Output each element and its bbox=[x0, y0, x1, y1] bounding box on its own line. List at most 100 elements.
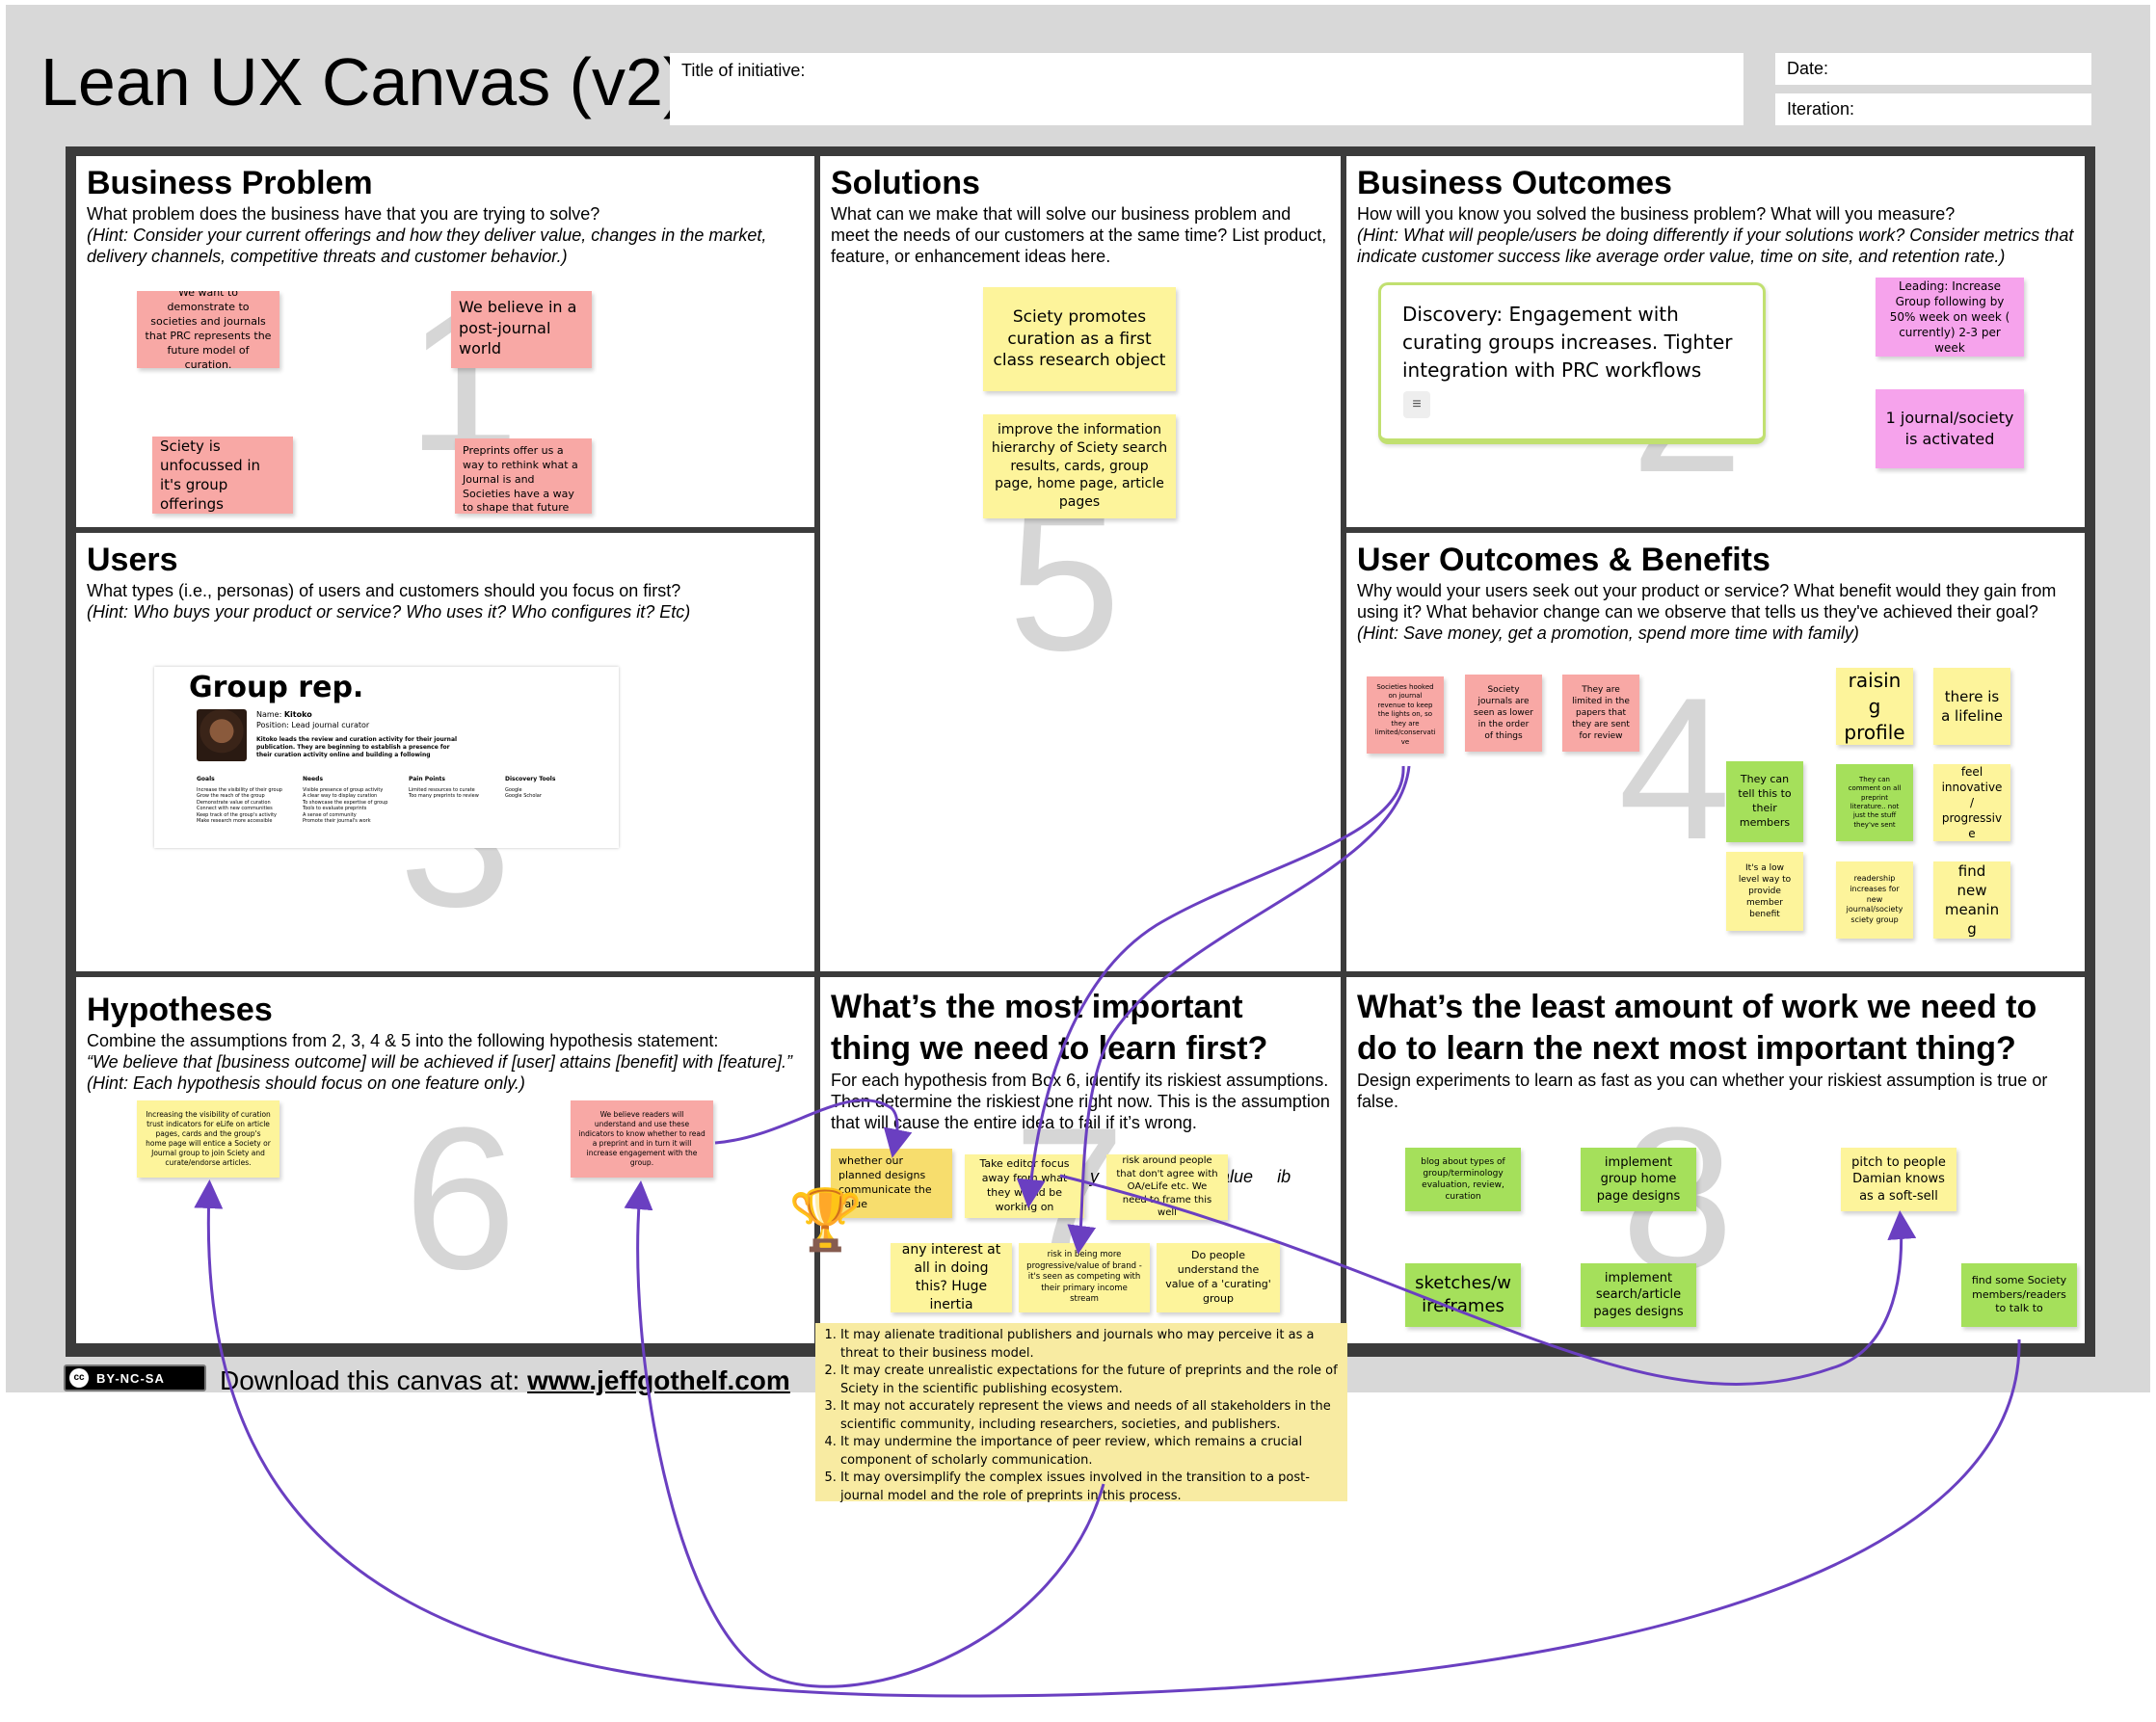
box-title: What’s the most important thing we need … bbox=[831, 989, 1268, 1067]
sticky-note[interactable]: risk in being more progressive/value of … bbox=[1019, 1243, 1150, 1312]
business-outcome-card[interactable]: Discovery: Engagement with curating grou… bbox=[1378, 282, 1766, 444]
persona-goal: Connect with new communities bbox=[197, 806, 273, 811]
persona-goal: Keep track of the group's activity bbox=[197, 811, 277, 818]
persona-pain-point: Limited resources to curate bbox=[409, 786, 475, 793]
persona-goal: Demonstrate value of curation bbox=[197, 799, 271, 806]
box-question: Why would your users seek out your produ… bbox=[1357, 581, 2057, 622]
persona-discovery-tool: Google Scholar bbox=[505, 793, 542, 799]
box-title: Solutions bbox=[831, 165, 980, 201]
box-title: Business Outcomes bbox=[1357, 165, 1672, 201]
box-question: What types (i.e., personas) of users and… bbox=[87, 581, 681, 600]
creative-commons-badge: cc BY-NC-SA bbox=[64, 1364, 206, 1391]
iteration-field[interactable]: Iteration: bbox=[1775, 93, 2091, 125]
date-field[interactable]: Date: bbox=[1775, 53, 2091, 85]
persona-discovery-tool: Google bbox=[505, 786, 522, 793]
date-label: Date: bbox=[1787, 59, 1829, 78]
sticky-note[interactable]: Society journals are seen as lower in th… bbox=[1465, 675, 1542, 752]
persona-need: A sense of community bbox=[303, 811, 357, 818]
persona-name-label: Name: bbox=[256, 710, 282, 719]
iteration-label: Iteration: bbox=[1787, 99, 1855, 119]
sticky-note[interactable]: raising profile bbox=[1836, 668, 1913, 745]
risks-list[interactable]: It may alienate traditional publishers a… bbox=[815, 1323, 1347, 1503]
sticky-note[interactable]: Sciety is unfocussed in it's group offer… bbox=[152, 437, 293, 514]
box-hint: (Hint: Who buys your product or service?… bbox=[87, 602, 691, 622]
document-icon[interactable]: ≡ bbox=[1403, 391, 1430, 418]
sticky-note[interactable]: It's a low level way to provide member b… bbox=[1726, 852, 1803, 931]
sticky-note[interactable]: improve the information hierarchy of Sci… bbox=[983, 414, 1176, 518]
persona-bio: Kitoko leads the review and curation act… bbox=[256, 736, 458, 758]
persona-need: Tools to evaluate preprints bbox=[303, 806, 367, 811]
sticky-note[interactable]: implement group home page designs bbox=[1581, 1148, 1696, 1211]
persona-column-heading: Discovery Tools bbox=[505, 776, 556, 782]
persona-column-heading: Needs bbox=[303, 776, 324, 782]
cc-icon: cc bbox=[69, 1368, 89, 1388]
sticky-note[interactable]: risk around people that don't agree with… bbox=[1106, 1154, 1228, 1220]
persona-avatar bbox=[197, 709, 247, 761]
persona-column-heading: Goals bbox=[197, 776, 215, 782]
risk-item: It may create unrealistic expectations f… bbox=[840, 1363, 1340, 1398]
box-hint: (Hint: Save money, get a promotion, spen… bbox=[1357, 623, 1859, 643]
sticky-note[interactable]: Do people understand the value of a 'cur… bbox=[1157, 1243, 1280, 1312]
box-title: Users bbox=[87, 542, 178, 578]
sticky-note[interactable]: readership increases for new journal/soc… bbox=[1836, 861, 1913, 939]
sticky-note[interactable]: any interest at all in doing this? Huge … bbox=[891, 1243, 1012, 1312]
persona-position: Lead journal curator bbox=[291, 721, 370, 729]
persona-column-heading: Pain Points bbox=[409, 776, 445, 782]
box-solutions: 5 Solutions What can we make that will s… bbox=[820, 156, 1341, 971]
business-outcome-text: Discovery: Engagement with curating grou… bbox=[1402, 303, 1733, 382]
sticky-note[interactable]: Increasing the visibility of curation tr… bbox=[137, 1100, 279, 1178]
risk-item: It may not accurately represent the view… bbox=[840, 1398, 1340, 1434]
trophy-icon: 🏆 bbox=[788, 1187, 864, 1254]
box-title: What’s the least amount of work we need … bbox=[1357, 989, 2037, 1067]
persona-name: Kitoko bbox=[283, 710, 312, 719]
sticky-note[interactable]: find some Society members/readers to tal… bbox=[1961, 1263, 2077, 1327]
persona-meta: Name: Kitoko Position: Lead journal cura… bbox=[256, 709, 459, 759]
sticky-note[interactable]: 1 journal/society is activated bbox=[1876, 389, 2024, 468]
box-hint: (Hint: Each hypothesis should focus on o… bbox=[87, 1073, 525, 1093]
box-title: User Outcomes & Benefits bbox=[1357, 542, 1770, 578]
sticky-note[interactable]: there is a lifeline bbox=[1933, 668, 2010, 745]
box-question: How will you know you solved the busines… bbox=[1357, 204, 1956, 224]
sticky-note[interactable]: implement search/article pages designs bbox=[1581, 1263, 1696, 1327]
box-title: Business Problem bbox=[87, 165, 373, 201]
box-question: Combine the assumptions from 2, 3, 4 & 5… bbox=[87, 1031, 719, 1050]
persona-card[interactable]: Group rep. Name: Kitoko Position: Lead j… bbox=[154, 667, 619, 848]
persona-goal: Make research more accessible bbox=[197, 818, 273, 824]
license-label: BY-NC-SA bbox=[96, 1370, 165, 1386]
risk-item: It may alienate traditional publishers a… bbox=[840, 1327, 1340, 1363]
sticky-note[interactable]: Societies hooked on journal revenue to k… bbox=[1367, 676, 1444, 754]
sticky-note[interactable]: blog about types of group/terminology ev… bbox=[1405, 1148, 1521, 1211]
sticky-note[interactable]: pitch to people Damian knows as a soft-s… bbox=[1841, 1148, 1956, 1211]
persona-position-label: Position: bbox=[256, 721, 289, 729]
sticky-note[interactable]: Take editor focus away from what they wo… bbox=[965, 1154, 1084, 1218]
sticky-note[interactable]: We believe readers will understand and u… bbox=[571, 1100, 713, 1178]
sticky-note[interactable]: They can comment on all preprint literat… bbox=[1836, 764, 1913, 841]
sticky-note[interactable]: They are limited in the papers that they… bbox=[1562, 675, 1639, 752]
risk-item: It may undermine the importance of peer … bbox=[840, 1434, 1340, 1470]
box-number: 6 bbox=[404, 1085, 517, 1311]
box-hint: (Hint: What will people/users be doing d… bbox=[1357, 225, 2074, 266]
persona-need: Visible presence of group activity bbox=[303, 786, 384, 793]
persona-goal: Grow the reach of the group bbox=[197, 793, 265, 799]
sticky-note[interactable]: We want to demonstrate to societies and … bbox=[137, 291, 279, 368]
persona-heading: Group rep. bbox=[189, 671, 364, 704]
persona-columns: Goals Increase the visibility of their g… bbox=[197, 776, 601, 825]
sticky-note[interactable]: find new meaning bbox=[1933, 861, 2010, 939]
canvas-title: Lean UX Canvas (v2) bbox=[40, 44, 686, 119]
box-question: Design experiments to learn as fast as y… bbox=[1357, 1071, 2048, 1111]
footer-link[interactable]: www.jeffgothelf.com bbox=[527, 1365, 790, 1395]
sticky-note[interactable]: Leading: Increase Group following by 50%… bbox=[1876, 278, 2024, 357]
risk-item: It may oversimplify the complex issues i… bbox=[840, 1470, 1340, 1505]
sticky-note[interactable]: feel innovative/ progressive bbox=[1933, 764, 2010, 841]
box-title: Hypotheses bbox=[87, 992, 273, 1028]
sticky-note[interactable]: We believe in a post-journal world bbox=[451, 291, 592, 368]
persona-goal: Increase the visibility of their group bbox=[197, 786, 282, 793]
sticky-note[interactable]: They can tell this to their members bbox=[1726, 761, 1803, 842]
sticky-note[interactable]: Sciety promotes curation as a first clas… bbox=[983, 287, 1176, 391]
persona-need: A clear way to display curation bbox=[303, 793, 378, 799]
initiative-title-field[interactable]: Title of initiative: bbox=[670, 53, 1743, 125]
sticky-note[interactable]: sketches/wireframes bbox=[1405, 1263, 1521, 1327]
box-question: What problem does the business have that… bbox=[87, 204, 600, 224]
sticky-note[interactable]: Preprints offer us a way to rethink what… bbox=[455, 438, 592, 514]
box-quote: “We believe that [business outcome] will… bbox=[87, 1052, 793, 1072]
